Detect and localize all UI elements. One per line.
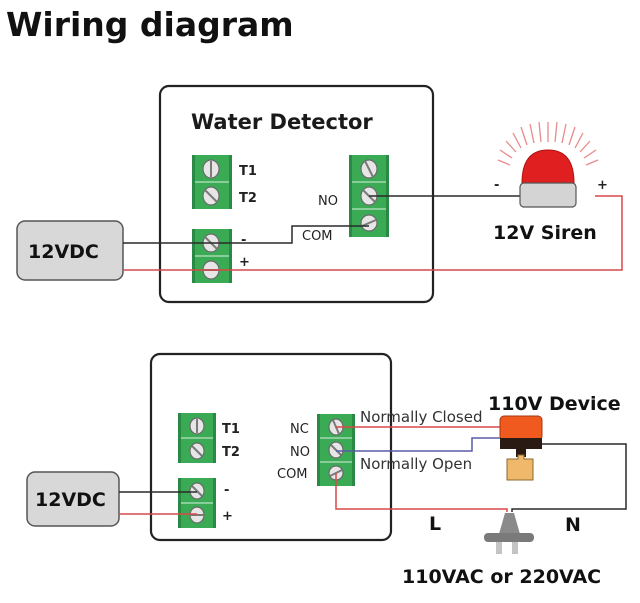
power-supply-12vdc [16,220,124,281]
top-diagram: Water Detector T1 T2 - + [16,84,623,304]
mains-label: 110VAC or 220VAC [402,566,601,588]
wire-com-to-line [335,473,508,512]
label-plus-bottom: + [222,509,233,524]
power-supply-label-bottom: 12VDC [35,489,106,511]
line-label: L [429,513,441,535]
terminal-block-power [192,229,232,283]
terminal-block-power-bottom [178,478,216,528]
device-label: 110V Device [488,393,621,415]
wire-plus-to-siren [123,195,623,271]
wire-minus-to-com [211,225,369,244]
normally-closed-label: Normally Closed [360,408,482,426]
label-com: COM [302,229,333,244]
wire-device-to-neutral [511,443,627,512]
label-nc: NC [290,422,309,437]
label-minus: - [241,233,246,248]
normally-open-label: Normally Open [360,455,472,473]
label-t1: T1 [239,164,257,179]
power-supply-12vdc-bottom [26,471,120,527]
label-com-bottom: COM [277,467,308,482]
valve-device-icon [499,415,543,481]
label-no-bottom: NO [290,445,310,460]
label-minus-bottom: - [224,483,229,498]
siren-label: 12V Siren [493,222,597,244]
siren-minus-label: - [494,178,499,193]
label-t1-bottom: T1 [222,422,240,437]
neutral-label: N [565,514,581,536]
page-title: Wiring diagram [6,5,294,44]
terminal-block-t1-t2 [192,155,232,209]
water-detector-title: Water Detector [191,110,373,134]
label-plus: + [239,255,250,270]
siren-rays [497,121,599,166]
wire-no-to-device [336,437,500,452]
label-no: NO [318,194,338,209]
siren-icon [497,121,599,208]
power-supply-label: 12VDC [28,241,99,263]
bottom-diagram: T1 T2 - + NC NO [26,352,627,588]
label-t2: T2 [239,191,257,206]
plug-icon [484,513,534,554]
label-t2-bottom: T2 [222,445,240,460]
terminal-block-t1-t2-bottom [178,413,216,463]
siren-plus-label: + [597,178,608,193]
